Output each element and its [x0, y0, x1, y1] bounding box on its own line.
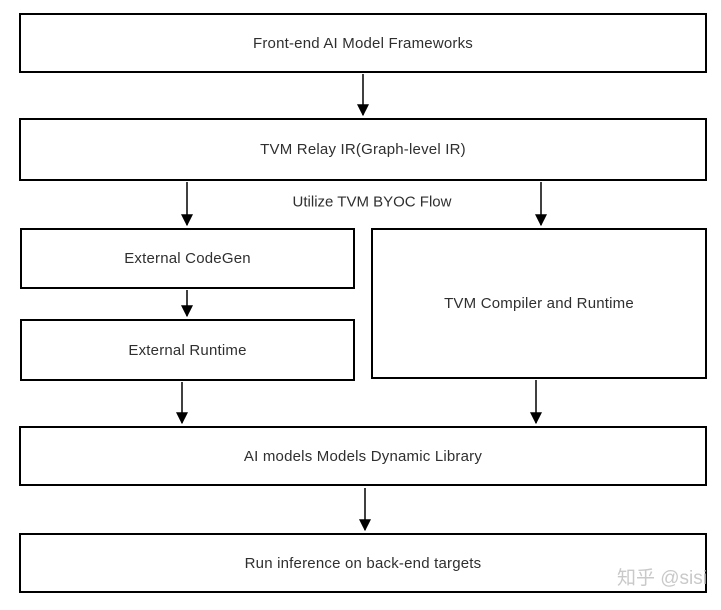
node-external-codegen: External CodeGen	[20, 228, 355, 289]
node-label: AI models Models Dynamic Library	[243, 447, 483, 465]
node-label: TVM Compiler and Runtime	[444, 295, 634, 312]
zhihu-watermark: 知乎 @sisi	[616, 568, 707, 589]
node-ai-models-dynamic-library: AI models Models Dynamic Library	[19, 426, 707, 486]
node-run-inference-back-end-targets: Run inference on back-end targets	[19, 533, 707, 593]
node-tvm-relay-ir: TVM Relay IR(Graph-level IR)	[19, 118, 707, 181]
node-label: External Runtime	[128, 341, 247, 359]
node-external-runtime: External Runtime	[20, 319, 355, 381]
utilize-tvm-byoc-flow-label: Utilize TVM BYOC Flow	[292, 193, 452, 211]
node-label: Run inference on back-end targets	[244, 554, 482, 572]
node-label: External CodeGen	[124, 250, 251, 267]
node-tvm-compiler-and-runtime: TVM Compiler and Runtime	[371, 228, 707, 379]
node-label: TVM Relay IR(Graph-level IR)	[260, 141, 466, 158]
node-label: Front-end AI Model Frameworks	[252, 34, 474, 52]
node-front-end-ai-model-frameworks: Front-end AI Model Frameworks	[19, 13, 707, 73]
